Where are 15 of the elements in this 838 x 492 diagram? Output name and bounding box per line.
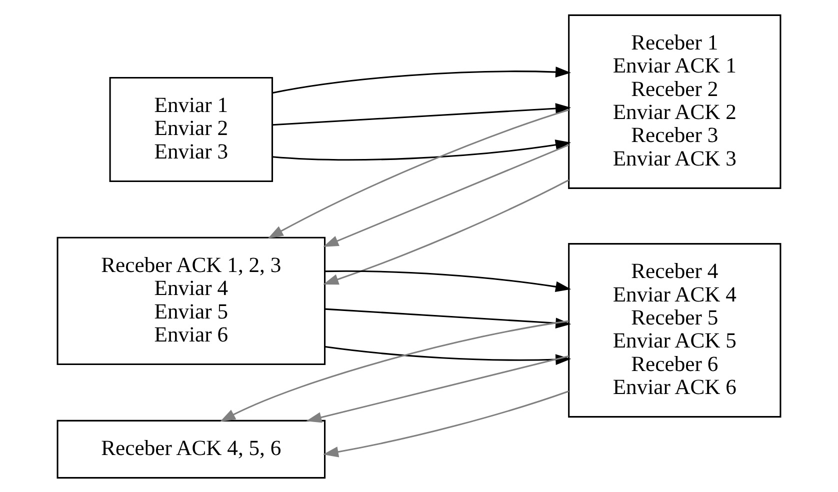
node-box: Receber ACK 4, 5, 6	[56, 419, 326, 478]
node-box: Receber 4 Enviar ACK 4 Receber 5 Enviar ACK 5 Receber 6 Enviar ACK 6	[568, 242, 782, 418]
arrow	[268, 108, 570, 238]
arrow	[272, 102, 571, 126]
node-box: Receber ACK 1, 2, 3 Enviar 4 Enviar 5 Enviar 6	[56, 236, 326, 365]
arrow	[272, 139, 571, 160]
arrow	[306, 354, 569, 422]
arrow	[325, 270, 572, 292]
arrow	[272, 66, 571, 94]
node-box: Enviar 1 Enviar 2 Enviar 3	[109, 76, 274, 182]
arrow	[323, 178, 570, 284]
node-box: Receber 1 Enviar ACK 1 Receber 2 Enviar ACK 2 Receber 3 Enviar ACK 3	[568, 14, 782, 188]
arrow	[220, 320, 569, 422]
arrow	[323, 144, 570, 246]
arrow	[322, 390, 570, 457]
